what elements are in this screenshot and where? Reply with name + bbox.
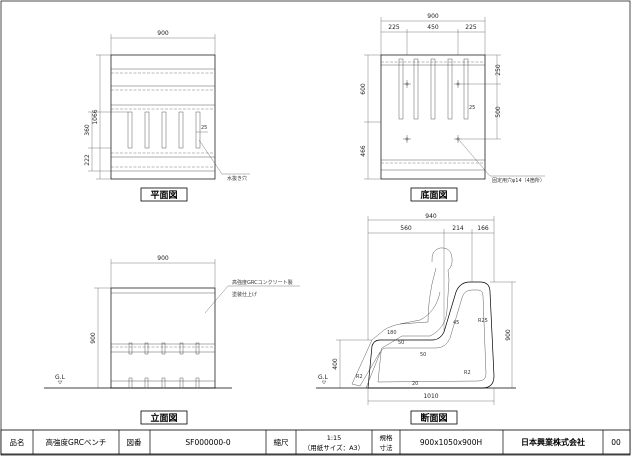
plan-title: 平面図 — [150, 190, 177, 201]
section-dim-seat-height: 400 — [332, 358, 339, 370]
bottom-dim-left-bottom: 466 — [360, 145, 367, 157]
elevation-view: G.L 900 900 高強度GRCコンクリート製 塗装仕上げ 立面図 — [44, 255, 300, 425]
plan-slot — [161, 111, 167, 149]
elevation-notches — [128, 342, 200, 389]
elevation-note-material: 高強度GRCコンクリート製 — [232, 279, 293, 286]
elevation-outline — [110, 287, 216, 389]
section-label-r5: 50 — [420, 352, 426, 358]
tb-value-spec: 900x1050x900H — [420, 438, 482, 447]
bottom-dim-slot-width: 25 — [469, 105, 475, 111]
bottom-slot — [430, 58, 436, 120]
plan-view: 900 1066 360 222 25 水抜き穴 平面図 — [84, 30, 250, 202]
elevation-title-frame — [140, 410, 188, 425]
section-dim-b: 214 — [452, 225, 464, 232]
section-label-r7: R2 — [464, 370, 471, 376]
plan-outline — [110, 54, 216, 180]
tb-label-spec-2: 寸法 — [380, 443, 394, 452]
bottom-dim-right-top: 250 — [495, 64, 502, 76]
bottom-dim-left: 225 — [388, 24, 400, 31]
plan-dim-width: 900 — [157, 30, 169, 37]
fixing-hole — [403, 80, 411, 88]
tb-label-spec-1: 規格 — [380, 433, 394, 442]
section-dim-c: 166 — [477, 225, 489, 232]
section-label-r6: R2 — [356, 374, 363, 380]
section-dim-base: 1010 — [423, 393, 438, 400]
tb-label-drawing-no: 図番 — [127, 437, 142, 447]
plan-note: 水抜き穴 — [227, 175, 247, 182]
section-label-r2: R25 — [478, 318, 488, 324]
tb-revision: 00 — [611, 438, 621, 447]
section-ground-label: G.L — [318, 374, 329, 381]
tb-value-scale: 1:15 — [327, 434, 342, 442]
bench-section-inner — [377, 289, 487, 383]
plan-dim-slot-width: 25 — [201, 125, 207, 131]
fixing-hole — [454, 135, 462, 143]
section-label-r1: 45 — [453, 320, 459, 326]
bottom-note: 固定用穴φ14（4箇所） — [492, 177, 545, 184]
elevation-note-finish: 塗装仕上げ — [232, 291, 257, 298]
section-title-frame — [410, 410, 458, 425]
section-dim-height: 900 — [505, 329, 512, 341]
bottom-slot — [413, 58, 419, 120]
bottom-dim-width: 900 — [427, 13, 439, 20]
section-label-r8: 20 — [412, 381, 418, 387]
plan-slot — [178, 111, 184, 149]
elevation-dim-height: 900 — [90, 332, 97, 344]
section-label-r4: 50 — [398, 340, 404, 346]
bottom-title-frame — [410, 187, 458, 202]
plan-title-frame — [140, 187, 188, 202]
elevation-title: 立面図 — [150, 412, 177, 424]
bottom-title: 底面図 — [420, 189, 447, 201]
bottom-dim-right-mid: 500 — [495, 106, 502, 118]
tb-label-name: 品名 — [10, 437, 25, 447]
plan-slot — [127, 111, 133, 149]
plan-dim-front: 222 — [84, 154, 91, 166]
section-dim-total: 940 — [425, 213, 437, 220]
bench-section-outer — [367, 281, 495, 389]
plan-slot — [144, 111, 150, 149]
tb-value-drawing-no: SF000000-0 — [185, 438, 230, 447]
tb-company: 日本興業株式会社 — [521, 437, 585, 447]
section-view: G.L 45 R25 180 50 50 R2 R2 20 940 560 2 — [316, 213, 516, 425]
bottom-dim-right: 225 — [465, 24, 477, 31]
section-dim-a: 560 — [400, 225, 412, 232]
section-title: 断面図 — [420, 412, 447, 424]
plan-dim-slot-length: 360 — [84, 124, 91, 136]
bottom-outline — [380, 54, 486, 180]
bottom-slot — [447, 58, 453, 120]
title-block: 品名 高強度GRCベンチ 図番 SF000000-0 縮尺 1:15 （用紙サイ… — [0, 429, 631, 455]
tb-label-scale: 縮尺 — [274, 437, 289, 447]
plan-slot — [195, 111, 201, 149]
bottom-slot — [398, 58, 404, 120]
tb-value-paper: （用紙サイズ：A3） — [304, 443, 364, 452]
fixing-hole — [403, 135, 411, 143]
tb-value-name: 高強度GRCベンチ — [46, 437, 107, 447]
elevation-dim-width: 900 — [157, 255, 169, 262]
bottom-dim-left-top: 600 — [360, 83, 367, 95]
bottom-view: 900 225 450 225 600 466 250 500 25 固定用穴φ… — [360, 13, 545, 202]
elevation-ground-label: G.L — [55, 374, 66, 381]
section-label-r3: 180 — [387, 330, 397, 336]
bottom-dim-mid: 450 — [427, 24, 439, 31]
seated-figure — [351, 247, 453, 389]
plan-dim-depth: 1066 — [92, 109, 99, 124]
fixing-hole — [454, 80, 462, 88]
bottom-slot — [463, 58, 469, 120]
